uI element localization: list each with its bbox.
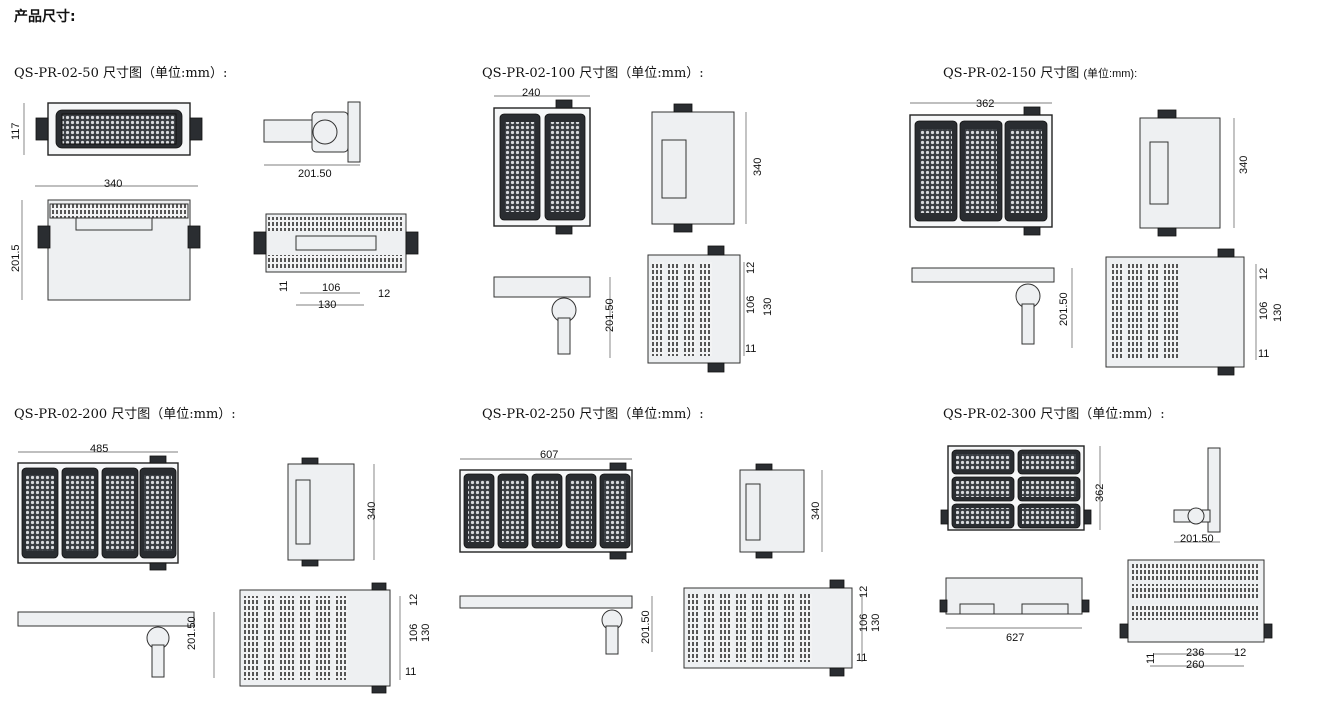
model-150-bracket-dim: 201.50 xyxy=(1058,292,1070,326)
model-300-front-view xyxy=(940,445,1101,531)
model-50-top-view xyxy=(21,185,201,301)
model-200-hole-off2-dim: 12 xyxy=(408,593,420,606)
model-300-rear-view xyxy=(1119,559,1273,667)
model-300-hole-outer-dim: 260 xyxy=(1186,659,1205,671)
model-150-hole-off2-dim: 12 xyxy=(1258,267,1270,280)
model-250-height-dim: 340 xyxy=(810,501,822,520)
model-100-hole-outer-dim: 130 xyxy=(762,297,774,316)
model-150-title: QS-PR-02-150 尺寸图 (单位:mm): xyxy=(943,62,1137,81)
model-300-width-dim: 627 xyxy=(1006,632,1025,644)
model-150-top-view xyxy=(911,267,1073,348)
model-250-hole-off2-dim: 12 xyxy=(858,585,870,598)
model-50-depth-dim: 201.50 xyxy=(298,168,332,180)
model-250-hole-outer-dim: 130 xyxy=(870,613,882,632)
model-300-hole-inner-dim: 236 xyxy=(1186,647,1205,659)
model-200-hole-outer-dim: 130 xyxy=(420,623,432,642)
model-150-rear-view xyxy=(1105,248,1257,376)
model-50-side-view xyxy=(263,101,361,166)
model-200-rear-view xyxy=(239,582,401,694)
model-250-front-view xyxy=(459,458,633,560)
model-100-width-dim: 240 xyxy=(522,87,541,99)
model-250-rear-view xyxy=(683,579,863,677)
model-100-hole-off1-dim: 11 xyxy=(745,343,757,355)
model-50-hole-inner-dim: 106 xyxy=(322,282,341,294)
model-100-height-dim: 340 xyxy=(752,157,764,176)
model-100-title: QS-PR-02-100 尺寸图（单位:mm）: xyxy=(482,66,704,81)
page-title: 产品尺寸: xyxy=(14,9,76,25)
model-150-hole-outer-dim: 130 xyxy=(1272,303,1284,322)
model-300-title: QS-PR-02-300 尺寸图（单位:mm）: xyxy=(943,407,1165,422)
model-300-hole-off1-dim: 11 xyxy=(1145,652,1157,664)
model-100-hole-inner-dim: 106 xyxy=(745,295,757,314)
model-150-unit: (单位:mm): xyxy=(1083,68,1138,80)
model-50-rear-view xyxy=(253,213,419,306)
model-200-width-dim: 485 xyxy=(90,443,109,455)
model-100-top-view xyxy=(493,276,611,358)
model-50-hole-off1-dim: 11 xyxy=(278,280,290,292)
model-250-width-dim: 607 xyxy=(540,449,559,461)
model-200-title: QS-PR-02-200 尺寸图（单位:mm）: xyxy=(14,407,236,422)
model-150-title-text: QS-PR-02-150 尺寸图 xyxy=(943,66,1080,81)
model-250-title: QS-PR-02-250 尺寸图（单位:mm）: xyxy=(482,407,704,422)
model-100-front-view xyxy=(493,95,591,235)
model-200-front-view xyxy=(17,451,179,571)
model-250-hole-inner-dim: 106 xyxy=(858,613,870,632)
model-150-hole-inner-dim: 106 xyxy=(1258,301,1270,320)
model-150-width-dim: 362 xyxy=(976,98,995,110)
model-100-side-view xyxy=(651,103,747,233)
model-50-hole-off2-dim: 12 xyxy=(378,288,391,300)
model-50-bracket-dim: 201.5 xyxy=(10,244,22,272)
model-150-side-view xyxy=(1139,109,1235,237)
model-250-top-view xyxy=(459,595,653,655)
model-300-hole-off2-dim: 12 xyxy=(1234,647,1247,659)
model-200-bracket-dim: 201.50 xyxy=(186,616,198,650)
model-200-side-view xyxy=(287,457,375,567)
model-50-hole-outer-dim: 130 xyxy=(318,299,337,311)
model-200-hole-off1-dim: 11 xyxy=(405,666,417,678)
model-50-front-view xyxy=(23,102,203,156)
model-250-hole-off1-dim: 11 xyxy=(856,652,868,664)
model-150-height-dim: 340 xyxy=(1238,155,1250,174)
model-100-hole-off2-dim: 12 xyxy=(745,261,757,274)
model-50-width-dim: 340 xyxy=(104,178,123,190)
model-250-side-view xyxy=(739,463,823,559)
model-100-rear-view xyxy=(647,245,745,373)
model-300-depth-dim: 201.50 xyxy=(1180,533,1214,545)
model-300-top-view xyxy=(939,577,1090,629)
model-100-bracket-dim: 201.50 xyxy=(604,298,616,332)
model-50-title: QS-PR-02-50 尺寸图（单位:mm）: xyxy=(14,66,228,81)
model-300-side-view xyxy=(1173,447,1221,543)
model-300-height-dim: 362 xyxy=(1094,483,1106,502)
model-200-top-view xyxy=(17,611,215,678)
model-250-bracket-dim: 201.50 xyxy=(640,610,652,644)
model-200-hole-inner-dim: 106 xyxy=(408,623,420,642)
model-200-height-dim: 340 xyxy=(366,501,378,520)
model-150-hole-off1-dim: 11 xyxy=(1258,348,1270,360)
model-50-height-dim: 117 xyxy=(10,122,22,140)
model-150-front-view xyxy=(909,102,1053,236)
